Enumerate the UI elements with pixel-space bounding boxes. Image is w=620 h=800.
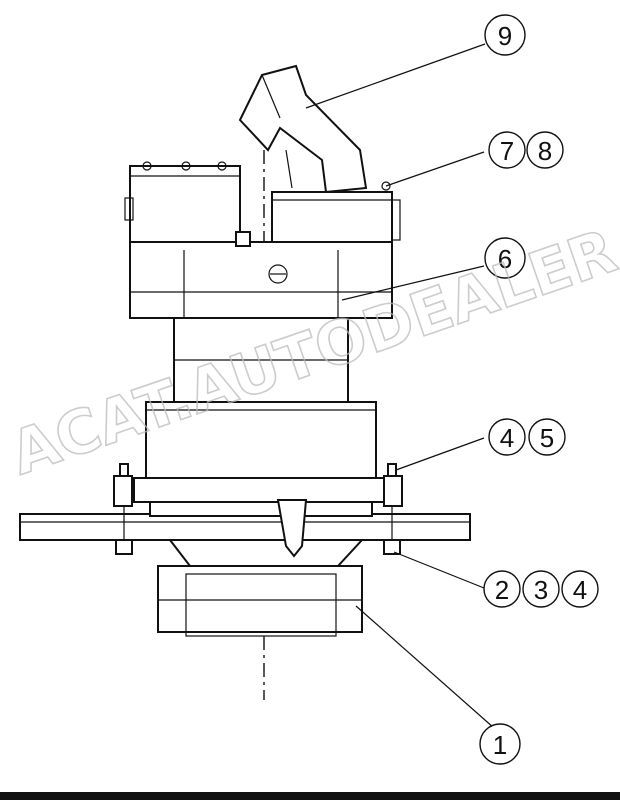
callout-6: 6 xyxy=(484,237,526,279)
bottom-border xyxy=(0,792,620,800)
callout-4-bottom: 4 xyxy=(561,570,599,608)
callout-8: 8 xyxy=(526,131,564,169)
callout-label: 8 xyxy=(538,136,552,166)
lifting-lug xyxy=(276,499,308,558)
top-right-block xyxy=(271,181,401,245)
callout-1: 1 xyxy=(479,723,521,765)
callout-label: 7 xyxy=(500,136,514,166)
callout-5: 5 xyxy=(528,418,566,456)
callout-3: 3 xyxy=(522,570,560,608)
callout-label: 4 xyxy=(573,575,587,605)
callout-2: 2 xyxy=(483,570,521,608)
callout-label: 9 xyxy=(498,21,512,51)
callout-label: 6 xyxy=(498,244,512,274)
right-bolt xyxy=(383,463,403,555)
callout-label: 4 xyxy=(500,423,514,453)
pinion-gear xyxy=(157,565,363,637)
left-bolt xyxy=(113,463,133,555)
gearbox-body xyxy=(145,401,377,481)
callout-label: 1 xyxy=(493,730,507,760)
callout-label: 2 xyxy=(495,575,509,605)
elbow-pipe xyxy=(238,64,368,194)
callout-7: 7 xyxy=(488,131,526,169)
callout-label: 3 xyxy=(534,575,548,605)
callout-4-top: 4 xyxy=(488,418,526,456)
top-left-block xyxy=(124,161,241,243)
leader-lines xyxy=(305,43,495,729)
motor-housing xyxy=(129,231,393,319)
callout-9: 9 xyxy=(484,14,526,56)
callout-label: 5 xyxy=(540,423,554,453)
